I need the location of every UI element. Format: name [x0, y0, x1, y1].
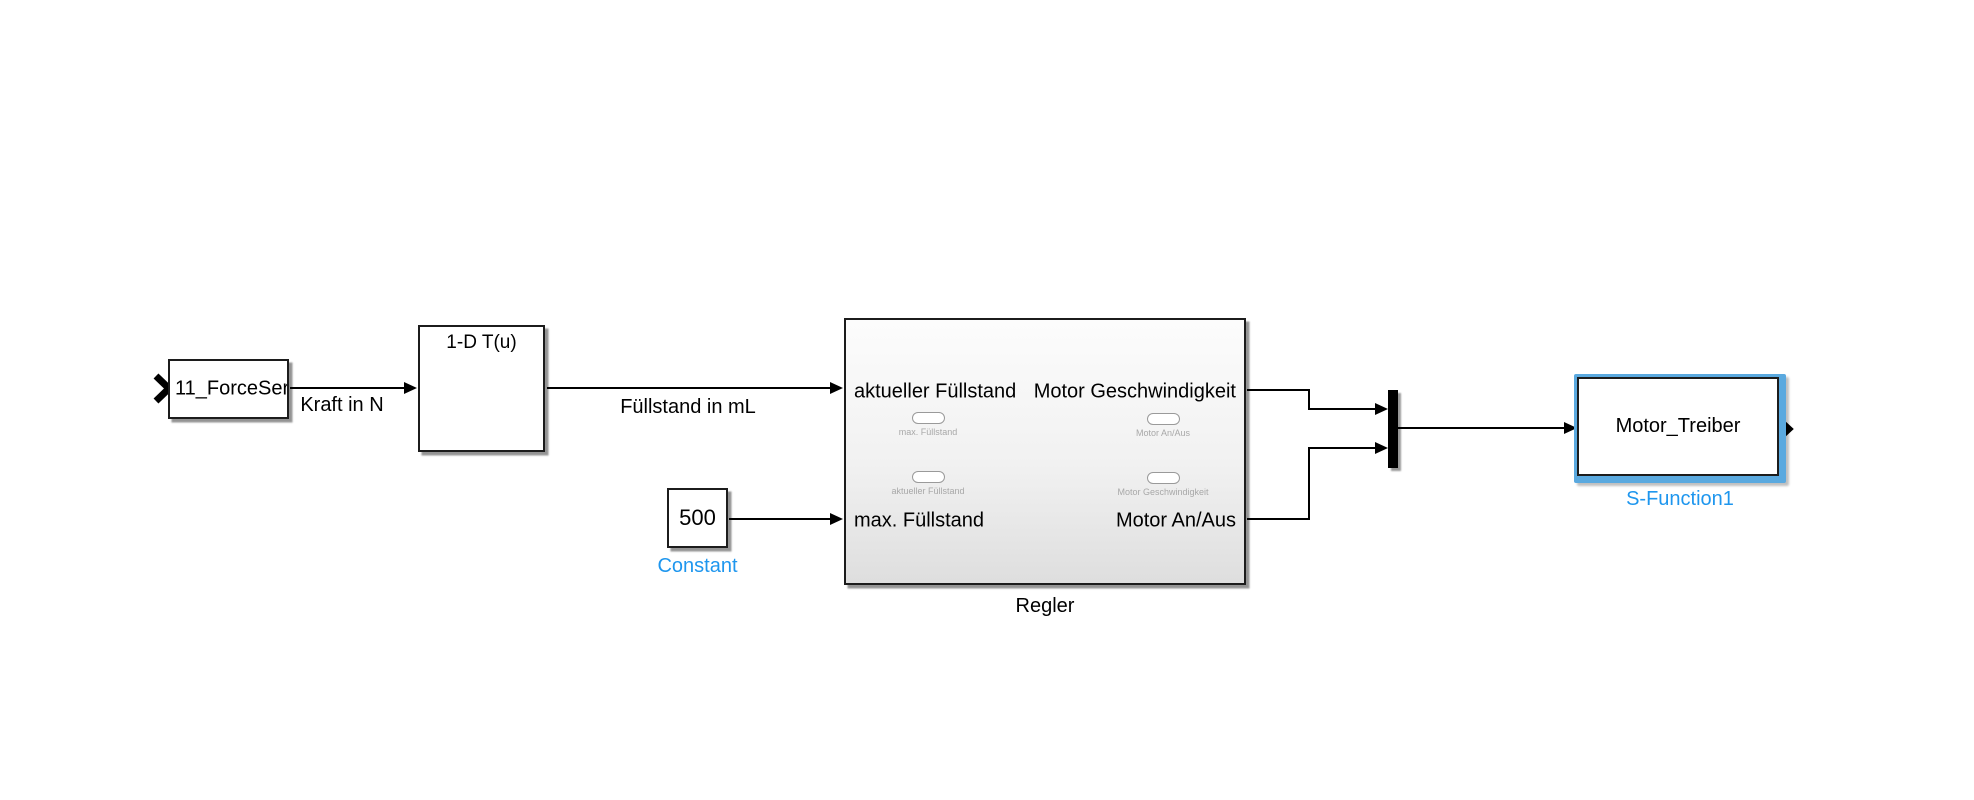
preview-label-row2-from: aktueller Füllstand [891, 486, 965, 496]
regler-outport-2-label: Motor An/Aus [1115, 509, 1236, 532]
wire-fuellstand[interactable] [547, 382, 843, 394]
preview-label-row1-from: max. Füllstand [898, 427, 958, 437]
regler-subsystem-block[interactable]: aktueller Füllstand Motor Geschwindigkei… [844, 318, 1246, 585]
wire-constant[interactable] [729, 513, 843, 525]
preview-inport-shape [912, 412, 945, 424]
selection-highlight-frame: Motor_Treiber [1574, 374, 1786, 483]
wire-kraft[interactable] [290, 382, 417, 394]
force-sensor-block[interactable]: 11_ForceSer [168, 359, 289, 419]
s-function-block[interactable]: Motor_Treiber [1577, 377, 1779, 476]
lookup-table-title: 1-D T(u) [446, 332, 517, 353]
preview-outport-shape [1147, 413, 1180, 425]
mux-block[interactable] [1388, 390, 1398, 468]
preview-inport-shape [912, 471, 945, 483]
wire-motor-geschwindigkeit[interactable] [1247, 389, 1388, 415]
regler-inport-1-label: aktueller Füllstand [854, 380, 1017, 403]
s-function-label: Motor_Treiber [1615, 415, 1741, 437]
wire-mux-output[interactable] [1398, 422, 1577, 434]
constant-value: 500 [679, 505, 716, 530]
signal-label-fuellstand[interactable]: Füllstand in mL [620, 396, 756, 418]
constant-block[interactable]: 500 [667, 488, 728, 548]
s-function-name-label[interactable]: S-Function1 [1626, 488, 1734, 510]
regler-inport-2-label: max. Füllstand [854, 509, 985, 532]
regler-outport-1-label: Motor Geschwindigkeit [1033, 380, 1236, 403]
force-sensor-label: 11_ForceSer [175, 377, 289, 400]
preview-label-row2-to: Motor Geschwindigkeit [1117, 487, 1209, 497]
wire-motor-an-aus[interactable] [1247, 442, 1388, 520]
preview-label-row1-to: Motor An/Aus [1135, 428, 1191, 438]
constant-name-label[interactable]: Constant [657, 555, 738, 577]
regler-name-label[interactable]: Regler [1015, 595, 1075, 617]
preview-outport-shape [1147, 472, 1180, 484]
lookup-table-block[interactable]: 1-D T(u) [418, 325, 545, 452]
signal-label-kraft[interactable]: Kraft in N [300, 394, 384, 416]
